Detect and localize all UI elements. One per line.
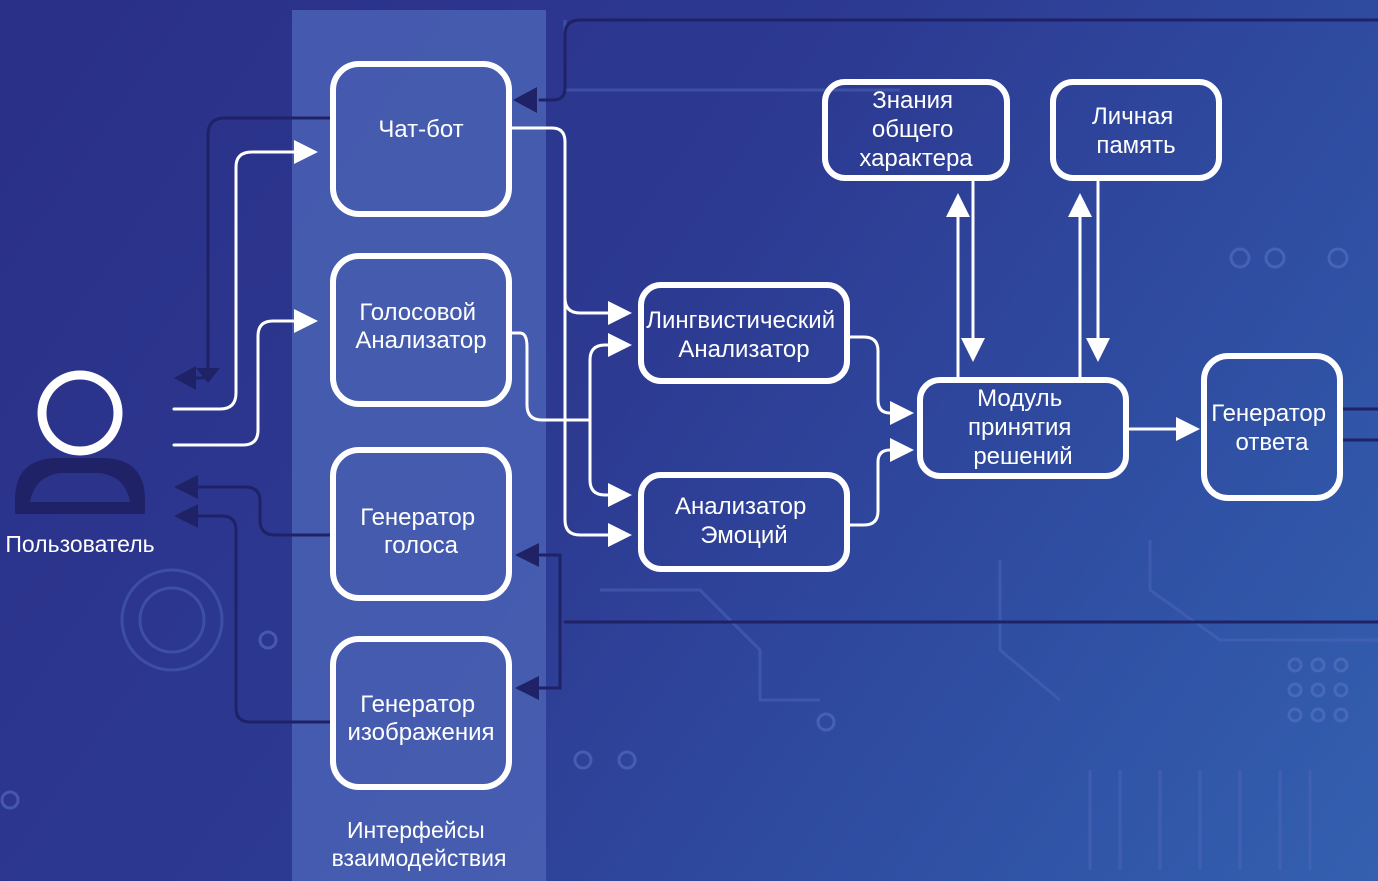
decision-module-node: Модуль принятия решений <box>917 377 1129 479</box>
image-generator-node: Генератор изображения <box>330 636 512 790</box>
to-chatbot-arrowhead <box>513 87 537 113</box>
voice-generator-node: Генератор голоса <box>330 447 512 601</box>
circuit-decoration <box>0 20 1378 870</box>
svg-text:Генератор ответа: Генератор ответа <box>1211 400 1333 456</box>
user-icon <box>15 370 145 514</box>
svg-text:Генератор изображения: Генератор изображения <box>348 691 495 746</box>
svg-text:Голосовой Анализатор: Голосовой Анализатор <box>355 299 486 354</box>
svg-text:Лингвистический Анализат: Лингвистический Анализатор <box>646 307 842 363</box>
interfaces-label: Интерфейсы взаимодействия <box>332 817 507 871</box>
svg-text:Анализатор Эмоций: Анализатор Эмоций <box>675 493 813 549</box>
general-knowledge-node: Знания общего характера <box>822 79 1010 181</box>
svg-text:Модуль принятия ре: Модуль принятия решений <box>968 385 1078 470</box>
svg-text:Генератор голоса: Генератор голоса <box>360 504 482 559</box>
chatbot-node: Чат-бот <box>330 61 512 217</box>
svg-text:Знания общего хара: Знания общего характера <box>859 87 973 172</box>
svg-text:Чат-бот: Чат-бот <box>378 116 463 143</box>
linguistic-analyzer-node: Лингвистический Анализатор <box>638 282 850 384</box>
emotion-analyzer-node: Анализатор Эмоций <box>638 472 850 572</box>
personal-memory-node: Личная память <box>1050 79 1222 181</box>
response-generator-node: Генератор ответа <box>1201 353 1343 501</box>
voice-analyzer-node: Голосовой Анализатор <box>330 253 512 407</box>
user-label: Пользователь <box>5 531 154 557</box>
svg-text:Личная память: Личная память <box>1092 103 1180 159</box>
